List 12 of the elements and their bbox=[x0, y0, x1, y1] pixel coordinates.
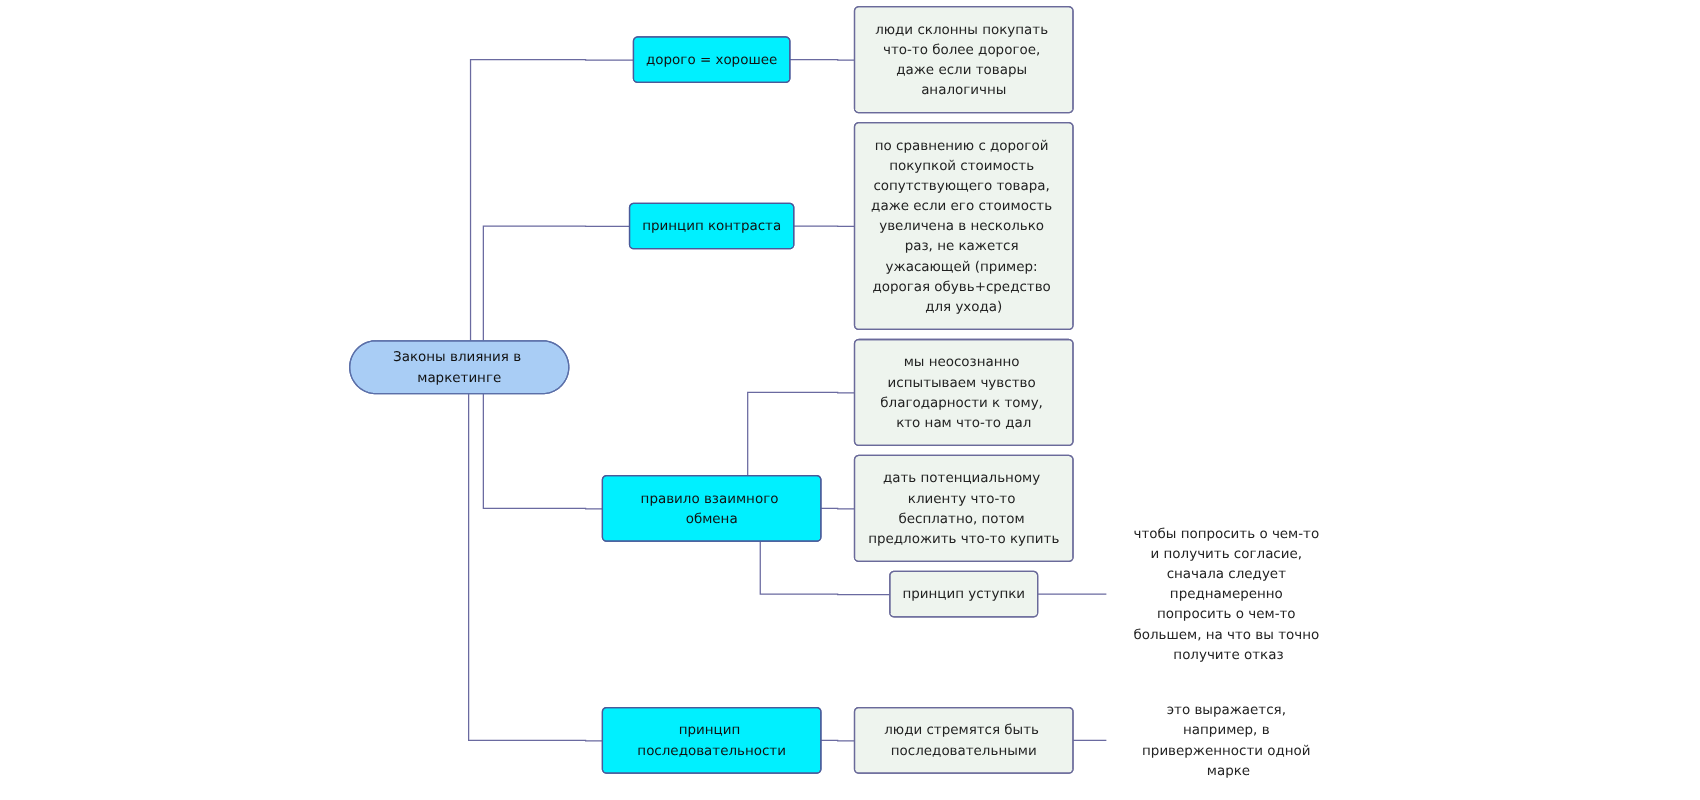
connector bbox=[469, 59, 635, 342]
connector bbox=[482, 393, 604, 510]
connector bbox=[468, 393, 604, 742]
connector bbox=[820, 739, 856, 742]
connector bbox=[759, 540, 891, 596]
connector bbox=[793, 225, 856, 228]
connector bbox=[482, 225, 631, 342]
connector bbox=[1072, 739, 1108, 742]
connector bbox=[789, 59, 856, 61]
connector bbox=[747, 391, 856, 477]
connector bbox=[820, 507, 856, 510]
connector bbox=[1037, 593, 1108, 596]
